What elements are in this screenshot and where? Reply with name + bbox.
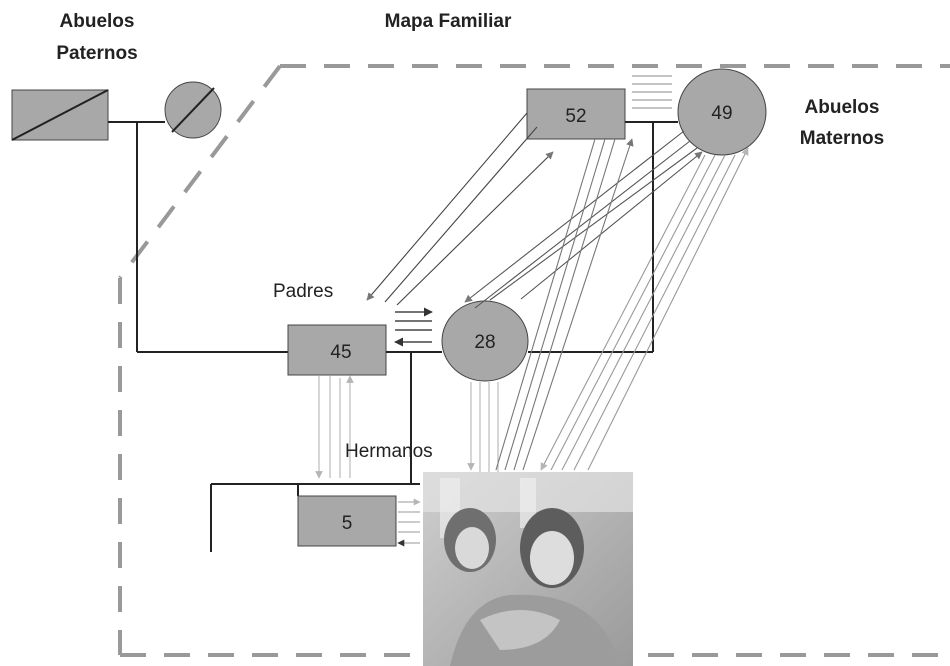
maternal-grandfather-box [526,88,626,140]
diagram-title: Mapa Familiar [385,11,512,32]
parents-label: Padres [273,281,333,302]
maternal-grandparents-label-line2: Maternos [800,128,884,149]
grandmother-mother-relation [464,130,703,309]
mother-child-relation [467,382,499,472]
grandfather-child-relation [495,138,634,471]
siblings-label: Hermanos [345,441,433,462]
father-box [287,324,387,376]
sibling-relation-lines [397,498,421,547]
paternal-grandfather [11,89,109,141]
grandfather-father-relation [366,112,554,306]
grandparents-distant-relation [632,75,672,109]
maternal-grandmother-age: 49 [711,103,732,124]
father-sibling-relation [315,375,354,479]
sibling-box [297,495,397,547]
paternal-grandmother [164,81,222,139]
sibling-age: 5 [342,513,353,534]
maternal-grandfather-age: 52 [565,106,586,127]
maternal-grandmother-circle [677,68,767,156]
maternal-grandparents-label-line1: Abuelos [805,97,880,118]
grandmother-child-relation [540,147,749,471]
mother-age: 28 [474,332,495,353]
parents-relation-lines [394,307,433,347]
paternal-grandparents-label-line1: Abuelos [60,11,135,32]
mother-circle [441,300,529,382]
paternal-grandparents-label-line2: Paternos [56,43,137,64]
father-age: 45 [330,342,351,363]
child-photo [423,472,633,666]
